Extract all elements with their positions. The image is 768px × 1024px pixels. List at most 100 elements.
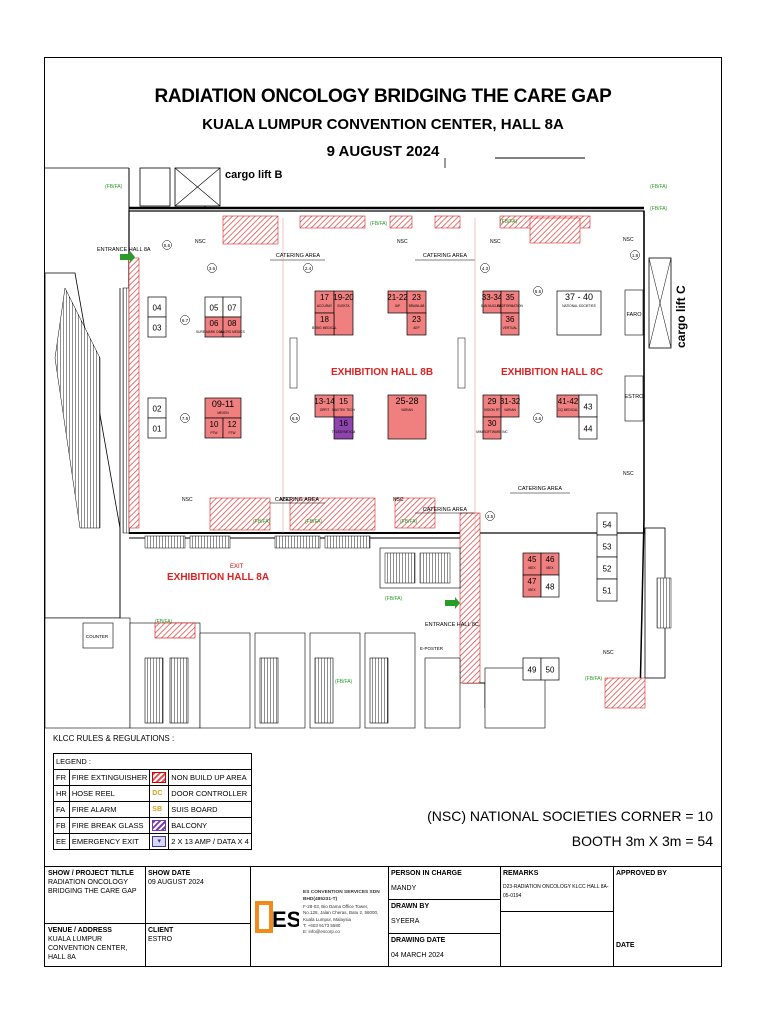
nsc-summary: (NSC) NATIONAL SOCIETIES CORNER = 10 bbox=[427, 808, 713, 824]
booth-exhibitor: IBEX bbox=[528, 588, 536, 592]
legend-balcony-swatch bbox=[149, 817, 170, 834]
booth-exhibitor: VARIAN bbox=[401, 408, 413, 412]
drawing-sheet: RADIATION ONCOLOGY BRIDGING THE CARE GAP… bbox=[44, 57, 722, 967]
company-details: ES CONVENTION SERVICES SDN BHD(485231-T)… bbox=[303, 889, 403, 936]
booth-number: 37 - 40 bbox=[565, 292, 593, 302]
venue-cell: VENUE / ADDRESS KUALA LUMPUR CONVENTION … bbox=[45, 924, 145, 964]
estro-label: ESTRO bbox=[625, 394, 645, 400]
booth-box bbox=[540, 657, 560, 681]
show-project-header: SHOW / PROJECT TILTLE bbox=[48, 870, 134, 877]
faro-label: FARO bbox=[627, 312, 643, 318]
column-marker-circle bbox=[303, 263, 313, 273]
remarks-cell: REMARKS D23-RADIATION ONCOLOGY KLCC HALL… bbox=[500, 867, 613, 912]
booth-exhibitor: VERTUAL bbox=[503, 326, 518, 330]
booth-43: 43 bbox=[578, 394, 598, 418]
booth-box bbox=[222, 417, 242, 439]
booth-exhibitor: NATIONAL SOCIETIES bbox=[562, 304, 595, 308]
booth-summary: BOOTH 3m X 3m = 54 bbox=[571, 833, 713, 849]
drawing-date-cell: DRAWING DATE 04 MARCH 2024 bbox=[388, 934, 500, 962]
booth-50: 50 bbox=[540, 657, 560, 681]
person-value: MANDY bbox=[391, 885, 417, 892]
booth-exhibitor: AEP bbox=[413, 326, 419, 330]
rules-title: KLCC RULES & REGULATIONS : bbox=[53, 734, 175, 743]
nsc-7: NSC bbox=[393, 497, 404, 503]
nsc-2: NSC bbox=[397, 239, 408, 245]
title-block: SHOW / PROJECT TILTLE RADIATION ONCOLOGY… bbox=[45, 866, 721, 967]
booth-number: 10 bbox=[210, 420, 219, 429]
legend-socket-icon: ▾ bbox=[149, 833, 170, 850]
fbfa-6: (FB/FA) bbox=[253, 519, 271, 525]
booth-number: 12 bbox=[228, 420, 237, 429]
booth-number: 25-28 bbox=[395, 396, 418, 406]
column-marker-circle bbox=[162, 240, 172, 250]
booth-number: 06 bbox=[210, 319, 219, 328]
person-in-charge-cell: PERSON IN CHARGE MANDY bbox=[388, 867, 500, 895]
legend-emergency-exit: EMERGENCY EXIT bbox=[68, 833, 151, 850]
nsc-4: NSC bbox=[623, 237, 634, 243]
nsc-5: NSC bbox=[182, 497, 193, 503]
booth-number: 17 bbox=[320, 293, 329, 302]
booth-number: 23 bbox=[412, 293, 421, 302]
booth-exhibitor: ACCURAY bbox=[317, 304, 333, 308]
column-marker-label: 7.5 bbox=[182, 416, 189, 421]
booth-number: 36 bbox=[506, 315, 515, 324]
booth-exhibitor: BEBIG MEDICAL bbox=[312, 326, 337, 330]
booth-box bbox=[406, 312, 427, 336]
booth-exhibitor: IAP bbox=[395, 304, 400, 308]
es-logo: ES bbox=[255, 901, 299, 933]
booth-exhibitor: MIM SOFTWARE INC bbox=[476, 430, 508, 434]
booth-box bbox=[333, 416, 354, 440]
drawing-date-value: 04 MARCH 2024 bbox=[391, 952, 444, 959]
west-ramp bbox=[45, 257, 140, 619]
booth-box bbox=[578, 416, 598, 440]
booth-exhibitor: PTW bbox=[210, 431, 217, 435]
legend-amp-data: 2 X 13 AMP / DATA X 4 bbox=[168, 833, 252, 850]
column-marker-label: 3.5 bbox=[487, 514, 494, 519]
booth-exhibitor: ELEKTA bbox=[338, 304, 351, 308]
booth-number: 47 bbox=[528, 577, 537, 586]
legend-code-hr: HR bbox=[53, 785, 70, 802]
booth-number: 30 bbox=[488, 419, 497, 428]
date-header: DATE bbox=[616, 942, 635, 949]
column-marker-circle bbox=[180, 315, 190, 325]
catering-areas: CATERING AREA CATERING AREA CATERING ARE… bbox=[270, 253, 570, 514]
booth-number: 03 bbox=[153, 324, 162, 333]
column-marker-label: 1.8 bbox=[632, 253, 639, 258]
fbfa-7: (FB/FA) bbox=[305, 519, 323, 525]
booth-51: 51 bbox=[596, 578, 618, 602]
non-build-up-areas bbox=[209, 215, 646, 709]
remarks-header: REMARKS bbox=[503, 870, 539, 877]
booth-number: 05 bbox=[210, 304, 219, 313]
client-header: CLIENT bbox=[148, 927, 174, 934]
booth-exhibitor: SURE-MARK COMPANY bbox=[196, 330, 233, 334]
booth-number: 09-11 bbox=[212, 399, 234, 409]
booth-54: 54 bbox=[596, 512, 618, 536]
booth-01: 01 bbox=[147, 417, 167, 439]
catering-area-2: CATERING AREA bbox=[423, 253, 468, 259]
column-marker-circle bbox=[290, 413, 300, 423]
client-value: ESTRO bbox=[148, 936, 173, 943]
booth-number: 49 bbox=[528, 666, 537, 675]
booth-number: 07 bbox=[228, 304, 237, 313]
drawing-date-header: DRAWING DATE bbox=[391, 937, 446, 944]
column-marker-circle bbox=[480, 263, 490, 273]
booth-number: 29 bbox=[488, 397, 497, 406]
fbfa-11: (FB/FA) bbox=[335, 679, 353, 685]
nsc-8: NSC bbox=[623, 471, 634, 477]
booth-box bbox=[500, 312, 520, 336]
legend-fire-alarm: FIRE ALARM bbox=[68, 801, 151, 818]
fbfa-12: (FB/FA) bbox=[585, 676, 603, 682]
fbfa-markers: (FB/FA) (FB/FA) (FB/FA) (FB/FA) (FB/FA) … bbox=[105, 184, 668, 685]
booth-box bbox=[540, 574, 560, 598]
entrance-8a-arrow bbox=[120, 251, 135, 263]
booth-number: 08 bbox=[228, 319, 237, 328]
legend-code-fb: FB bbox=[53, 817, 70, 834]
